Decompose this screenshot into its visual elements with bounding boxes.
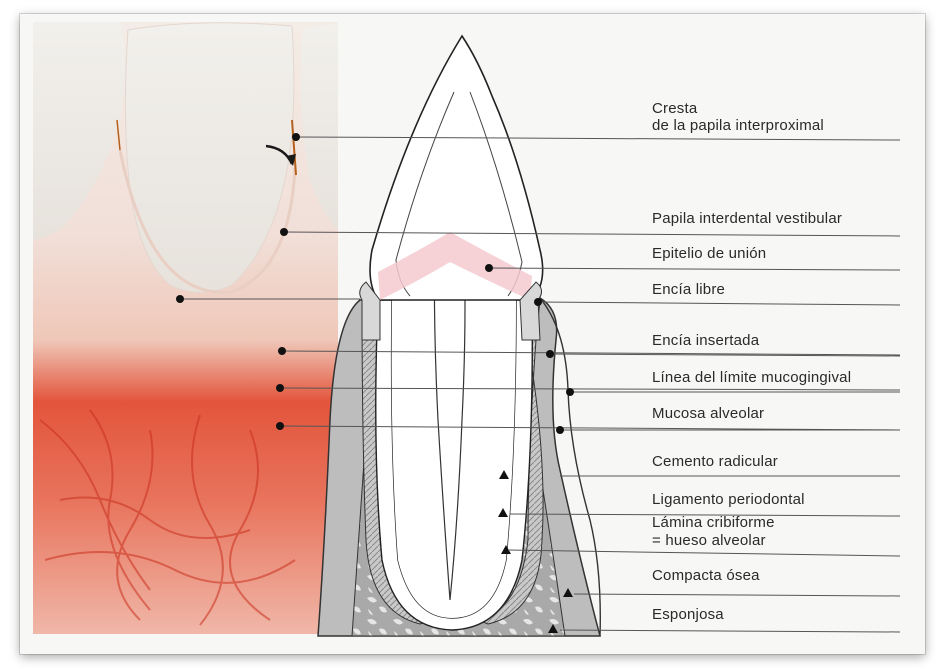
label-compacta-osea: Compacta ósea (652, 567, 760, 585)
label-linea-limite-mucogingival: Línea del límite mucogingival (652, 369, 851, 387)
label-cemento-radicular: Cemento radicular (652, 453, 778, 471)
label-cresta-line2: de la papila interproximal (652, 117, 824, 135)
label-mucosa-alveolar: Mucosa alveolar (652, 405, 764, 423)
label-lamina-line2: = hueso alveolar (652, 532, 766, 550)
label-epitelio-union: Epitelio de unión (652, 245, 766, 263)
label-cresta-line1: Cresta (652, 100, 697, 118)
label-encia-insertada: Encía insertada (652, 332, 759, 350)
label-papila-vestibular: Papila interdental vestibular (652, 210, 842, 228)
tooth-schematic (318, 36, 600, 636)
label-esponjosa: Esponjosa (652, 606, 724, 624)
label-encia-libre: Encía libre (652, 281, 725, 299)
label-ligamento-periodontal: Ligamento periodontal (652, 491, 805, 509)
label-lamina-line1: Lámina cribiforme (652, 514, 775, 532)
clinical-photo (33, 22, 338, 634)
